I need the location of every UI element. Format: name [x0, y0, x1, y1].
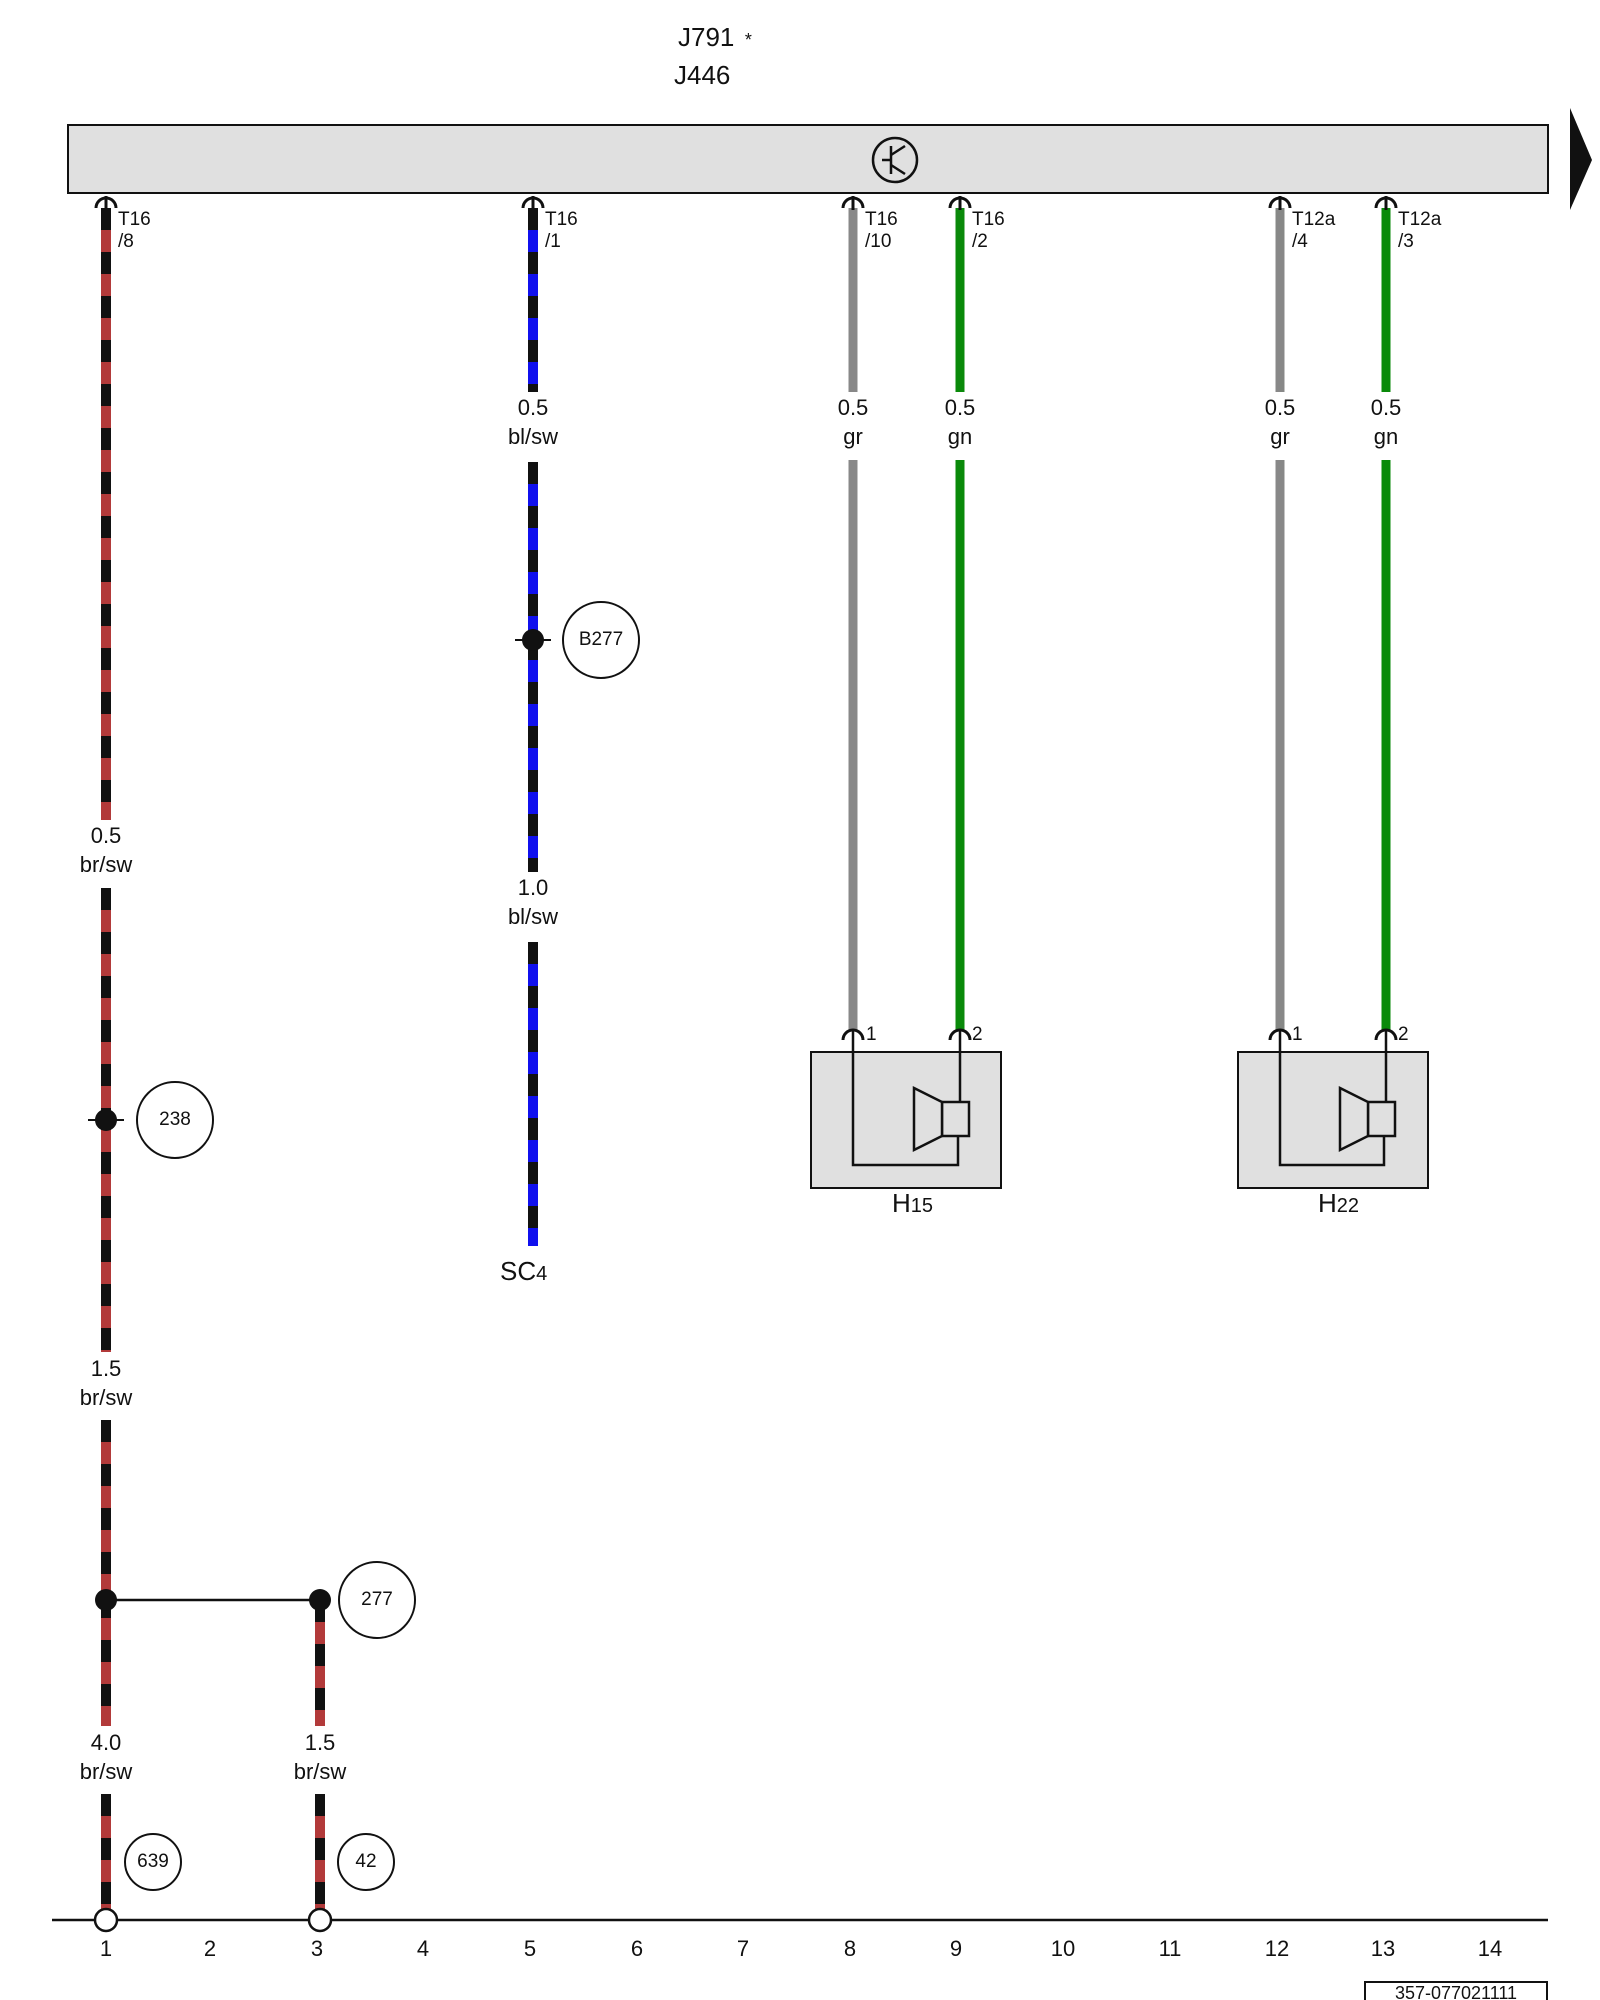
- column-number: 14: [1478, 1936, 1502, 1961]
- connector-label-t16-8: T16/8: [118, 209, 151, 252]
- speaker-h15[interactable]: 1 2 H15: [810, 1024, 1002, 1218]
- component-label-j446: J446: [674, 60, 730, 90]
- svg-text:42: 42: [355, 1851, 376, 1872]
- ground-terminal-icon[interactable]: [307, 1907, 333, 1933]
- column-number: 9: [950, 1936, 962, 1961]
- column-number: 3: [311, 1936, 323, 1961]
- speaker-pin-label: 2: [972, 1024, 983, 1045]
- svg-text:B277: B277: [579, 629, 623, 650]
- ref-circle-277[interactable]: 277: [338, 1561, 416, 1639]
- junctions: [88, 629, 551, 1611]
- speaker-pin-label: 1: [866, 1024, 877, 1045]
- junction-dot: [309, 1589, 331, 1611]
- speaker-h22[interactable]: 1 2 H22: [1237, 1024, 1429, 1218]
- ref-circle-b277[interactable]: B277: [562, 601, 640, 679]
- document-number: 357-077021111: [1364, 1981, 1548, 2000]
- speaker-pin-label: 2: [1398, 1024, 1409, 1045]
- reference-circles: 238 277 639 42 B277: [124, 601, 640, 1891]
- speaker-icon: [912, 1085, 971, 1153]
- column-number: 4: [417, 1936, 429, 1961]
- ref-circle-639[interactable]: 639: [124, 1833, 182, 1891]
- ground-terminal-icon[interactable]: [93, 1907, 119, 1933]
- column-number: 7: [737, 1936, 749, 1961]
- column-number: 12: [1265, 1936, 1289, 1961]
- column-number: 10: [1051, 1936, 1075, 1961]
- connector-labels: T16/8 T16/1 T16/10 T16/2 T12a/4 T12a/3: [118, 209, 1442, 252]
- continuation-arrow-icon[interactable]: [1570, 108, 1592, 210]
- column-number: 6: [631, 1936, 643, 1961]
- svg-text:277: 277: [361, 1589, 393, 1610]
- connector-label-t16-10: T16/10: [865, 209, 898, 252]
- connector-label-t12a-3: T12a/3: [1398, 209, 1442, 252]
- speaker-pin-label: 1: [1292, 1024, 1303, 1045]
- column-number: 11: [1159, 1936, 1182, 1961]
- svg-text:238: 238: [159, 1109, 191, 1130]
- control-unit-box[interactable]: [67, 124, 1549, 194]
- connector-label-t16-1: T16/1: [545, 209, 578, 252]
- speaker-icon: [1338, 1085, 1397, 1153]
- junction-dot: [95, 1589, 117, 1611]
- connector-hooks: [94, 196, 1398, 210]
- component-label-sc4: SC4: [500, 1256, 547, 1286]
- column-number: 13: [1371, 1936, 1395, 1961]
- column-number: 5: [524, 1936, 536, 1961]
- column-number: 8: [844, 1936, 856, 1961]
- svg-text:639: 639: [137, 1851, 169, 1872]
- connector-label-t16-2: T16/2: [972, 209, 1005, 252]
- wires: [101, 208, 1391, 1912]
- component-label-h22: H22: [1318, 1188, 1359, 1218]
- column-number: 1: [100, 1936, 112, 1961]
- connector-label-t12a-4: T12a/4: [1292, 209, 1336, 252]
- component-label-j791: J791 *: [678, 22, 752, 52]
- electronic-symbol-icon: [871, 136, 919, 184]
- column-number: 2: [204, 1936, 216, 1961]
- column-numbers: 1 2 3 4 5 6 7 8 9 10 11 12 13 14: [100, 1936, 1502, 1961]
- ref-circle-238[interactable]: 238: [136, 1081, 214, 1159]
- ref-circle-42[interactable]: 42: [337, 1833, 395, 1891]
- svg-text:357-077021111: 357-077021111: [1395, 1983, 1517, 2000]
- component-label-h15: H15: [892, 1188, 933, 1218]
